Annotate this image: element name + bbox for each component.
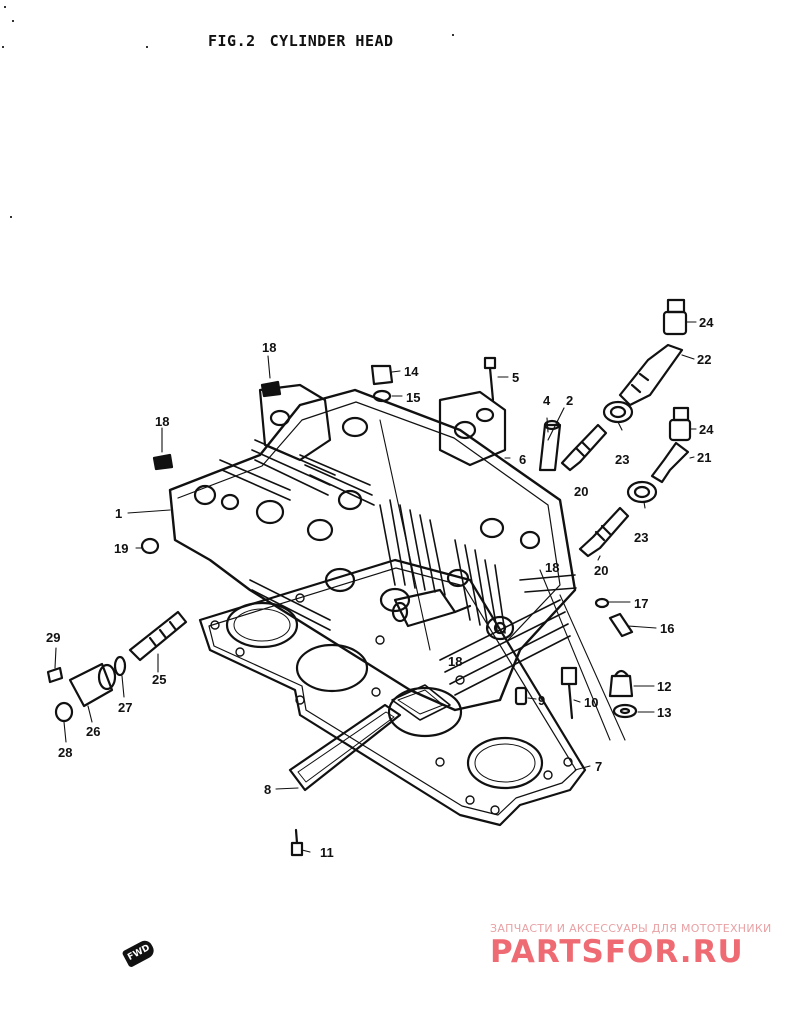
callout-27: 27 [118,700,132,715]
watermark-tagline: ЗАПЧАСТИ И АКСЕССУАРЫ ДЛЯ МОТОТЕХНИКИ [490,922,772,935]
washer-17 [594,597,610,609]
cap-nut-12 [608,669,634,698]
spark-plug-20-lower [578,506,630,558]
callout-12: 12 [657,679,671,694]
cylinder-head [168,383,577,712]
callout-8: 8 [264,782,271,797]
scan-speck [146,46,148,48]
figure-title: FIG.2 CYLINDER HEAD [208,32,408,50]
callout-1: 1 [115,506,122,521]
callout-labels: 1 2 4 5 6 7 8 9 10 11 11 12 13 14 15 16 … [46,315,714,860]
callout-20-upper: 20 [574,484,588,499]
scan-speck [4,6,6,8]
spark-plug-20-upper [560,423,608,472]
callout-2: 2 [566,393,573,408]
plug-18-top [260,380,282,398]
callout-24-lower: 24 [699,422,714,437]
oil-hose-21 [650,441,690,484]
washer-13 [612,703,638,719]
callout-17: 17 [634,596,648,611]
callout-9: 9 [538,693,545,708]
oil-hose-22 [618,343,684,407]
callout-28: 28 [58,745,72,760]
plug-18-left [152,453,174,471]
callout-18-bottom: 18 [448,654,462,669]
callout-11: 11 [320,845,334,860]
callout-20-lower: 20 [594,563,608,578]
grommet-23-upper [602,400,634,424]
gasket-strip-inner [297,711,395,783]
callout-14: 14 [404,364,419,379]
callout-13: 13 [657,705,671,720]
fitting-24-lower [668,406,692,442]
dowel-4-and-sleeve-6 [538,419,562,472]
callout-25: 25 [152,672,166,687]
plug-19 [140,537,160,555]
housing-26 [68,662,117,708]
callout-29: 29 [46,630,60,645]
scan-speck [12,20,14,22]
bolt-10 [560,666,578,720]
callout-23-lower: 23 [634,530,648,545]
gasket-strip [288,703,402,792]
figure-name: CYLINDER HEAD [269,32,394,50]
callout-23-upper: 23 [615,452,629,467]
nut-14-and-washer-15 [370,364,394,403]
grommet-23-lower [626,480,658,504]
callout-7: 7 [595,759,602,774]
scan-speck [10,216,12,218]
watermark-brand: PARTSFOR.RU [490,934,744,970]
callout-19: 19 [114,541,128,556]
plug-28 [54,701,74,723]
scan-speck [2,46,4,48]
figure-number: FIG.2 [208,32,256,50]
callout-6: 6 [519,452,526,467]
oil-seal-27 [113,655,127,677]
callout-15: 15 [406,390,420,405]
dowel-9 [514,686,528,706]
screw-29 [46,666,64,684]
callout-5: 5 [512,370,519,385]
scan-speck [452,34,454,36]
bolt-5 [483,356,497,402]
tachometer-gear-25 [128,610,188,662]
callout-18-right: 18 [545,560,559,575]
head-gasket [198,558,587,827]
callout-22: 22 [697,352,711,367]
bolt-11 [290,828,304,857]
callout-21: 21 [697,450,711,465]
callout-16: 16 [660,621,674,636]
callout-24-upper: 24 [699,315,714,330]
callout-26: 26 [86,724,100,739]
bolt-16 [608,612,634,638]
callout-18-top: 18 [262,340,276,355]
callout-4: 4 [543,393,551,408]
fitting-24-upper [662,298,688,336]
callout-18-left: 18 [155,414,169,429]
callout-10: 10 [584,695,598,710]
